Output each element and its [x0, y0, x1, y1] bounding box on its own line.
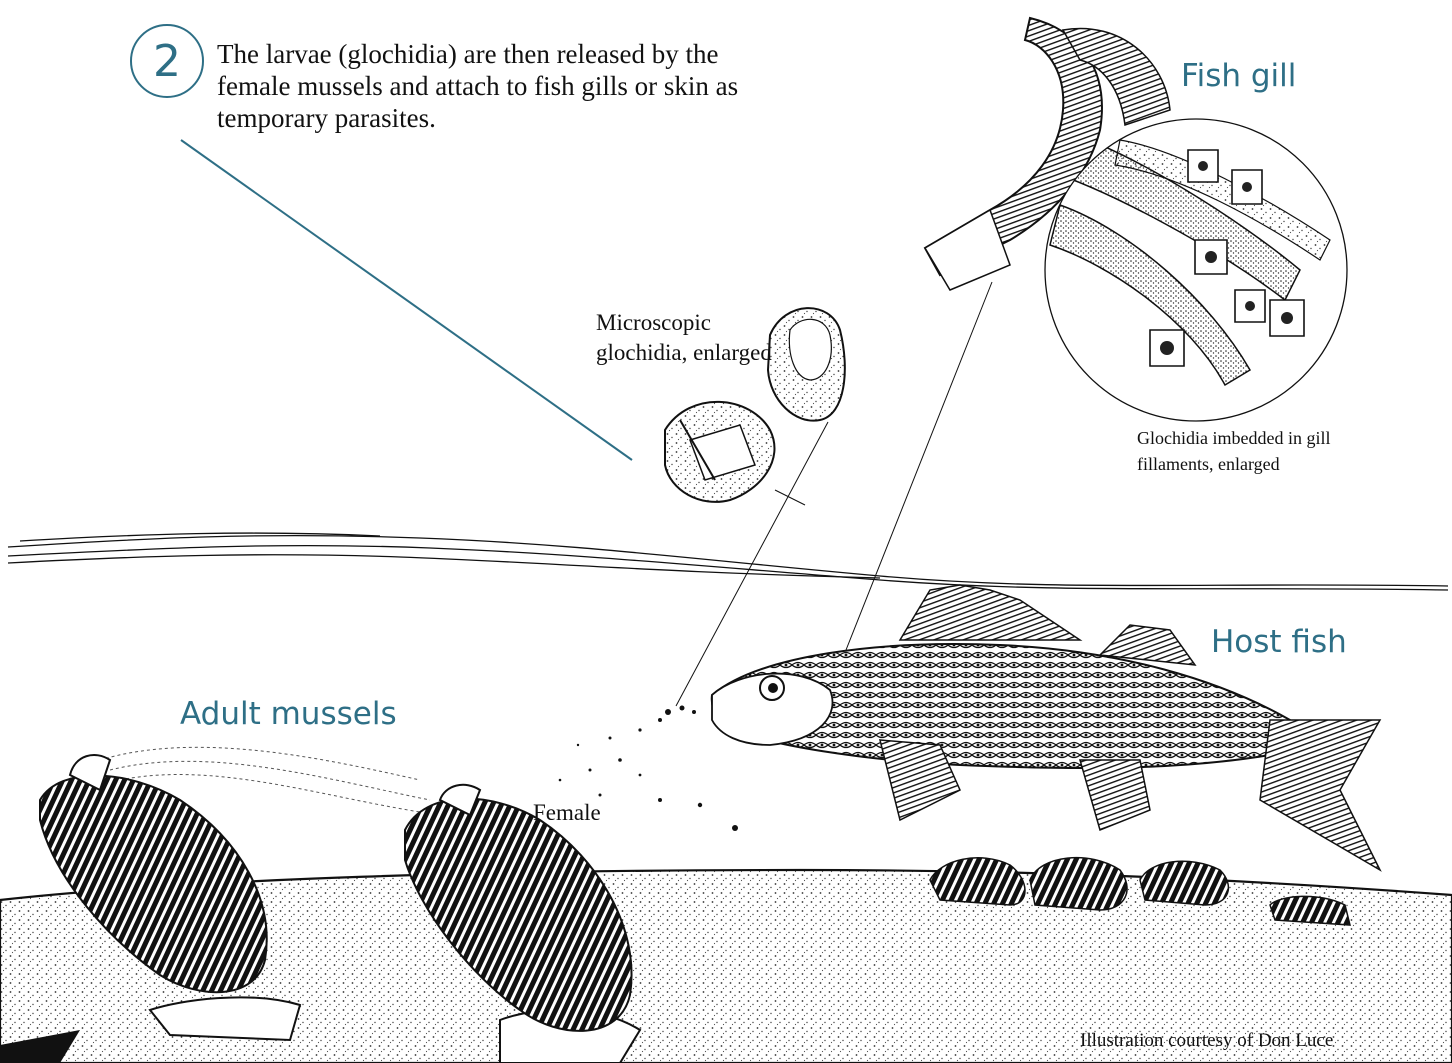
label-female: Female	[533, 800, 601, 826]
water-surface	[8, 533, 1448, 590]
illustration-credit: Illustration courtesy of Don Luce	[1080, 1030, 1333, 1052]
label-adult-mussels: Adult mussels	[180, 696, 397, 732]
step-number-badge: 2	[130, 24, 204, 98]
label-fish-gill: Fish gill	[1181, 58, 1296, 94]
step-description: The larvae (glochidia) are then released…	[217, 38, 757, 134]
label-microscopic-glochidia: Microscopic glochidia, enlarged	[596, 308, 776, 368]
label-host-fish: Host fish	[1211, 624, 1347, 660]
label-glochidia-imbedded: Glochidia imbedded in gill fillaments, e…	[1137, 425, 1397, 477]
gill-magnified-circle	[1045, 119, 1347, 421]
callout-line	[181, 140, 632, 460]
